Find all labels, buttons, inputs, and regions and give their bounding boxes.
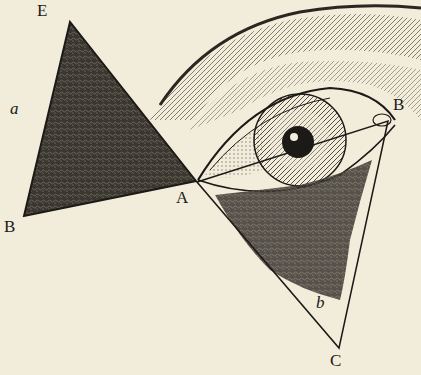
vertex-letter: B (4, 218, 15, 235)
vertex-letter: A (176, 189, 188, 206)
side-letter: b (316, 294, 325, 311)
vertex-letter: B (393, 96, 404, 113)
vertex-letter: E (37, 2, 47, 19)
vertex-letter: C (330, 352, 341, 369)
side-letter: a (10, 100, 19, 117)
